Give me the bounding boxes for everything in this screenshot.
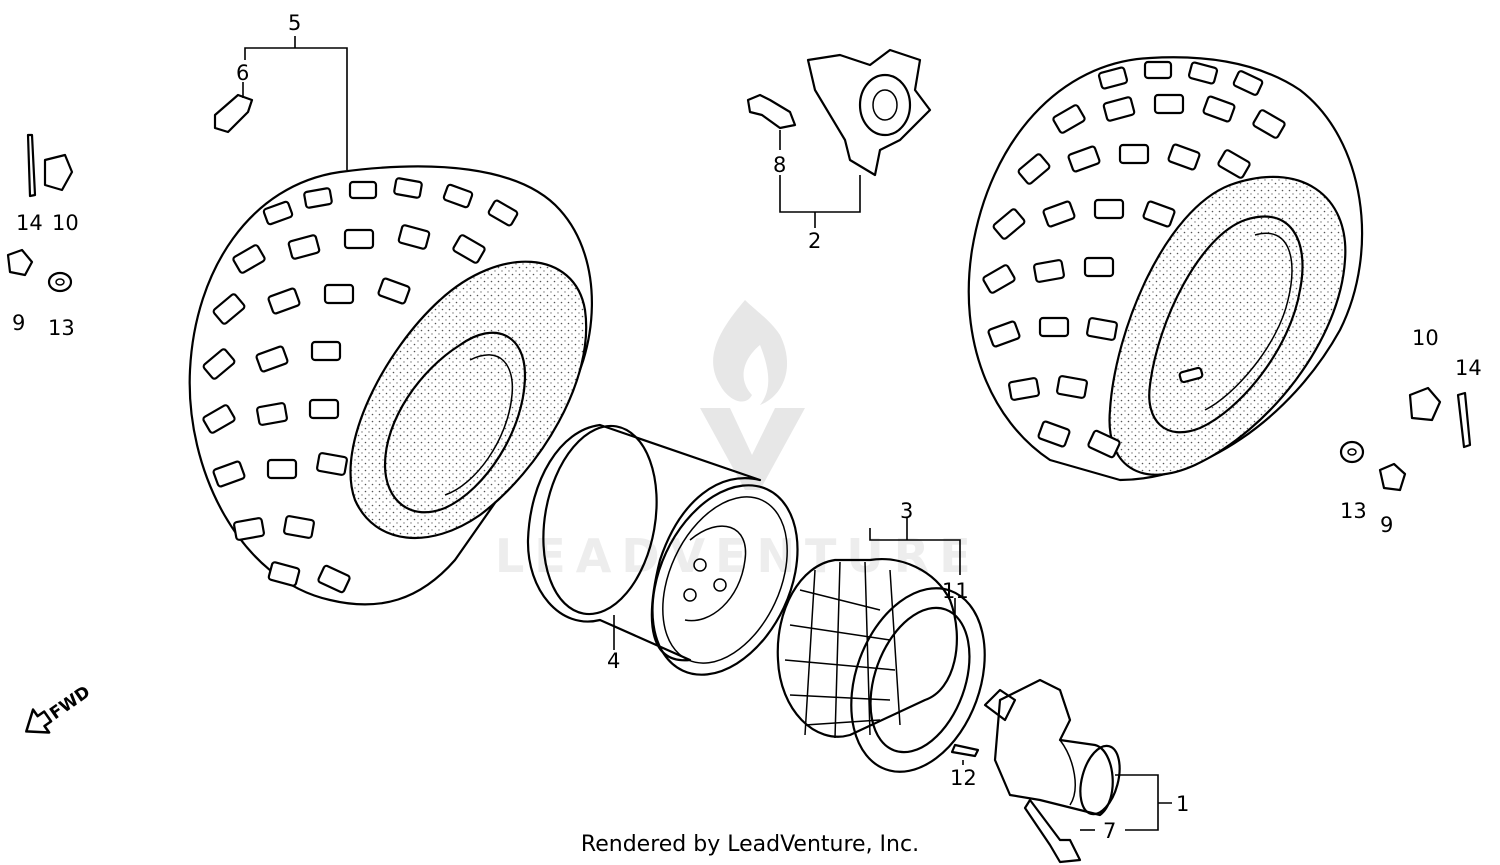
ring-11 [850, 587, 986, 773]
credit-text: Rendered by LeadVenture, Inc. [580, 832, 920, 857]
nut-10-right [1408, 386, 1442, 422]
callout-2: 2 [808, 229, 821, 253]
bolt-7 [1023, 798, 1082, 864]
washer-13-left [47, 271, 73, 293]
tire-left [188, 165, 593, 606]
callout-11: 11 [942, 579, 969, 603]
callout-14-left: 14 [16, 211, 43, 235]
callout-3: 3 [900, 499, 913, 523]
tire-left-tread [202, 177, 519, 594]
callout-13-right: 13 [1340, 499, 1367, 523]
fwd-arrow-icon: FWD [25, 682, 94, 734]
callout-6: 6 [236, 61, 249, 85]
callout-12: 12 [950, 766, 977, 790]
callout-9-left: 9 [12, 311, 25, 335]
fwd-label: FWD [46, 682, 94, 724]
watermark-logo: LEADVENTURE [495, 300, 981, 583]
hub-1 [983, 678, 1121, 817]
callout-8: 8 [773, 153, 786, 177]
tire-right [967, 56, 1364, 482]
callout-9-right: 9 [1380, 513, 1393, 537]
callout-7: 7 [1103, 819, 1116, 843]
watermark-text: LEADVENTURE [495, 529, 981, 583]
nut-9-left [6, 248, 34, 277]
valve-6 [213, 93, 254, 134]
cotter-pin-14-left [26, 133, 37, 198]
callouts: 5 6 14 10 9 13 8 2 3 11 4 12 1 7 10 14 1… [12, 11, 1482, 843]
callout-13-left: 13 [48, 316, 75, 340]
leader-lines [242, 36, 1172, 831]
hub-2 [806, 48, 932, 177]
nut-9-right [1378, 462, 1407, 492]
callout-10-left: 10 [52, 211, 79, 235]
valve-stem [1178, 366, 1204, 384]
hub-cover [776, 558, 958, 739]
nut-10-left [43, 153, 74, 192]
wheel-rim [526, 423, 799, 676]
callout-10-right: 10 [1412, 326, 1439, 350]
bolt-8 [746, 93, 797, 130]
callout-4: 4 [607, 649, 620, 673]
washer-13-right [1339, 440, 1365, 464]
tire-right-tread [982, 60, 1286, 459]
callout-1: 1 [1176, 792, 1189, 816]
cotter-pin-14-right [1456, 391, 1472, 449]
pin-12 [950, 743, 980, 758]
callout-14-right: 14 [1455, 356, 1482, 380]
callout-5: 5 [288, 11, 301, 35]
